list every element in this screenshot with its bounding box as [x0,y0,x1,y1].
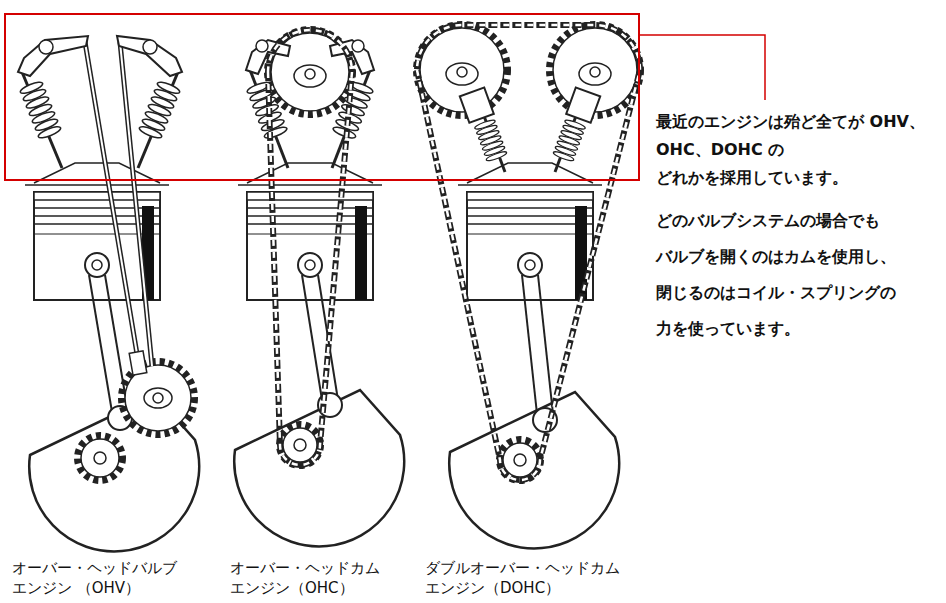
note-text: 最近のエンジンは殆ど全てが OHV、OHC、DOHC の どれかを採用しています… [656,108,928,192]
engine-caption: ダブルオーバー・ヘッドカム エンジン（DOHC） [425,558,633,598]
highlight-frame [5,14,639,180]
engine-caption: オーバー・ヘッドバルブ エンジン （OHV） [12,558,190,598]
leader-line [639,35,765,100]
engine-caption: オーバー・ヘッドカム エンジン（OHC） [230,558,392,598]
note-text: どのバルブシステムの場合でも バルブを開くのはカムを使用し、 閉じるのはコイル・… [656,203,928,347]
